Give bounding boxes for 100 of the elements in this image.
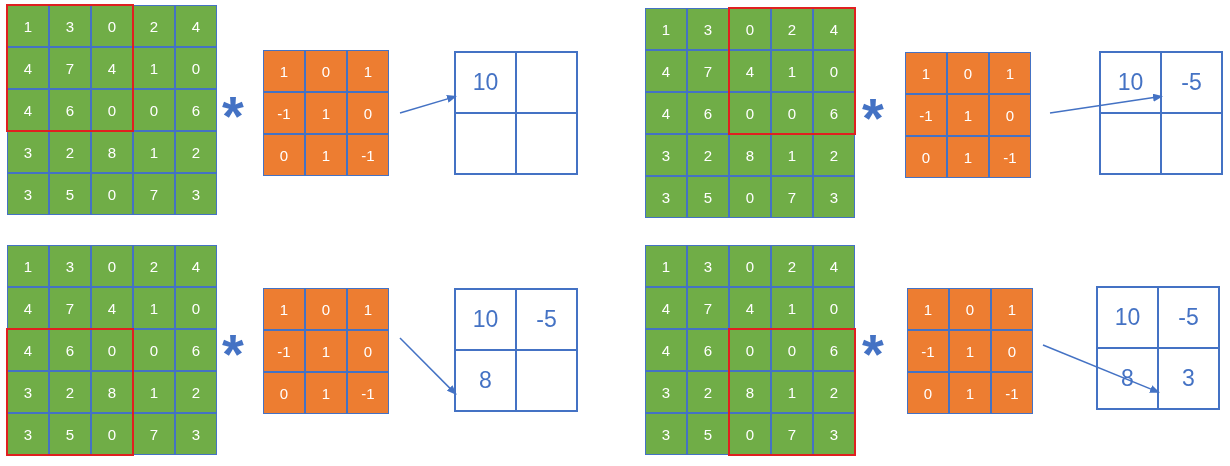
matrix-cell: 0 <box>813 287 855 329</box>
matrix-cell: 3 <box>7 173 49 215</box>
matrix-cell: 3 <box>175 413 217 455</box>
output-cell: 10 <box>454 288 517 351</box>
matrix-cell: 6 <box>49 89 91 131</box>
matrix-cell: 6 <box>813 92 855 134</box>
matrix-cell: 1 <box>771 134 813 176</box>
empty-output-cell <box>454 112 517 175</box>
matrix-cell: 3 <box>7 131 49 173</box>
matrix-cell: 1 <box>133 287 175 329</box>
kernel-cell: 1 <box>305 330 347 372</box>
matrix-cell: 0 <box>771 92 813 134</box>
output-cell: 10 <box>454 51 517 114</box>
matrix-cell: 2 <box>133 5 175 47</box>
matrix-cell: 8 <box>729 134 771 176</box>
matrix-cell: 8 <box>91 371 133 413</box>
output-cell: -5 <box>1160 51 1223 114</box>
matrix-cell: 0 <box>729 329 771 371</box>
convolution-symbol: * <box>862 90 884 146</box>
kernel-cell: 1 <box>305 134 347 176</box>
matrix-cell: 4 <box>175 245 217 287</box>
output-cell: 8 <box>454 349 517 412</box>
matrix-cell: 0 <box>91 329 133 371</box>
matrix-cell: 0 <box>729 245 771 287</box>
matrix-cell: 1 <box>771 371 813 413</box>
matrix-cell: 3 <box>813 413 855 455</box>
matrix-cell: 3 <box>645 371 687 413</box>
output-cell: -5 <box>1157 286 1220 349</box>
kernel-cell: 1 <box>305 372 347 414</box>
kernel-cell: 0 <box>991 330 1033 372</box>
kernel-cell: 1 <box>263 50 305 92</box>
matrix-cell: 3 <box>7 413 49 455</box>
matrix-cell: 6 <box>687 329 729 371</box>
matrix-cell: 0 <box>133 329 175 371</box>
matrix-cell: 0 <box>175 287 217 329</box>
kernel-cell: 1 <box>305 92 347 134</box>
arrow <box>399 95 457 114</box>
matrix-cell: 2 <box>813 371 855 413</box>
matrix-cell: 4 <box>645 92 687 134</box>
kernel-cell: 0 <box>989 94 1031 136</box>
kernel-cell: 0 <box>907 372 949 414</box>
kernel-cell: -1 <box>263 330 305 372</box>
matrix-cell: 5 <box>687 176 729 218</box>
kernel-cell: 1 <box>263 288 305 330</box>
kernel-cell: 1 <box>907 288 949 330</box>
matrix-cell: 0 <box>729 92 771 134</box>
matrix-cell: 3 <box>645 176 687 218</box>
empty-output-cell <box>515 349 578 412</box>
matrix-cell: 4 <box>7 47 49 89</box>
matrix-cell: 0 <box>91 245 133 287</box>
matrix-cell: 0 <box>91 173 133 215</box>
empty-output-cell <box>515 51 578 114</box>
kernel-cell: 0 <box>305 288 347 330</box>
matrix-cell: 4 <box>729 50 771 92</box>
matrix-cell: 2 <box>175 371 217 413</box>
matrix-cell: 1 <box>133 131 175 173</box>
matrix-cell: 1 <box>771 287 813 329</box>
matrix-cell: 1 <box>7 5 49 47</box>
matrix-cell: 3 <box>645 134 687 176</box>
matrix-cell: 2 <box>687 134 729 176</box>
matrix-cell: 4 <box>645 329 687 371</box>
kernel-cell: 0 <box>905 136 947 178</box>
matrix-cell: 3 <box>49 245 91 287</box>
empty-output-cell <box>1099 112 1162 175</box>
matrix-cell: 2 <box>133 245 175 287</box>
matrix-cell: 3 <box>645 413 687 455</box>
matrix-cell: 6 <box>175 329 217 371</box>
matrix-cell: 0 <box>729 176 771 218</box>
matrix-cell: 6 <box>813 329 855 371</box>
matrix-cell: 4 <box>645 287 687 329</box>
matrix-cell: 0 <box>133 89 175 131</box>
matrix-cell: 7 <box>771 176 813 218</box>
empty-output-cell <box>515 112 578 175</box>
matrix-cell: 3 <box>687 245 729 287</box>
kernel-cell: 1 <box>947 136 989 178</box>
matrix-cell: 4 <box>813 245 855 287</box>
matrix-cell: 0 <box>729 8 771 50</box>
matrix-cell: 2 <box>49 371 91 413</box>
kernel-cell: 1 <box>949 330 991 372</box>
kernel-cell: -1 <box>263 92 305 134</box>
kernel-cell: 1 <box>989 52 1031 94</box>
kernel-cell: 1 <box>347 50 389 92</box>
matrix-cell: 0 <box>91 5 133 47</box>
arrow <box>399 337 457 396</box>
kernel-cell: -1 <box>991 372 1033 414</box>
kernel-cell: 1 <box>949 372 991 414</box>
matrix-cell: 0 <box>729 413 771 455</box>
matrix-cell: 7 <box>49 287 91 329</box>
matrix-cell: 0 <box>771 329 813 371</box>
matrix-cell: 7 <box>771 413 813 455</box>
matrix-cell: 3 <box>175 173 217 215</box>
matrix-cell: 8 <box>91 131 133 173</box>
arrow <box>1042 344 1160 394</box>
matrix-cell: 0 <box>813 50 855 92</box>
arrow <box>1049 93 1163 114</box>
matrix-cell: 5 <box>49 413 91 455</box>
output-cell: -5 <box>515 288 578 351</box>
matrix-cell: 0 <box>91 89 133 131</box>
matrix-cell: 7 <box>133 173 175 215</box>
output-cell: 10 <box>1099 51 1162 114</box>
